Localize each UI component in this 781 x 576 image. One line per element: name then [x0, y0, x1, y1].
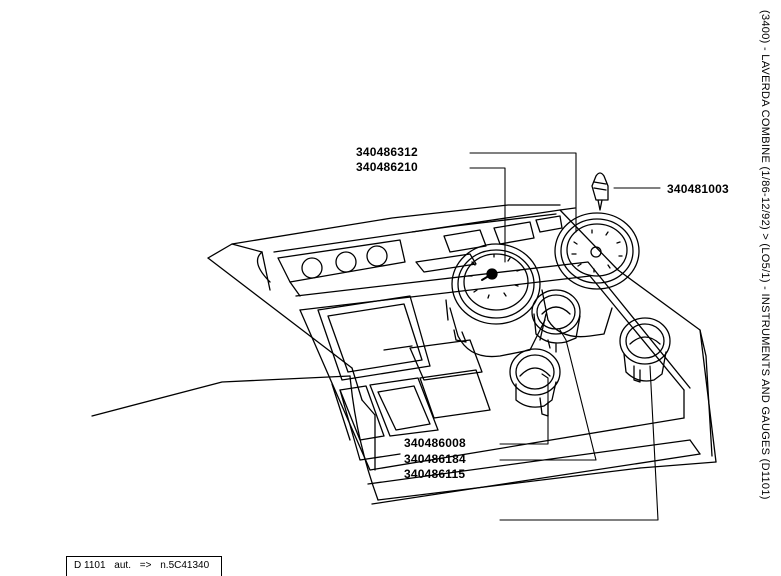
console-housing: [207, 204, 561, 416]
diagram-title: (3400) - LAVERDA COMBINE (1/86-12/92) > …: [759, 10, 771, 500]
panel-windows: [317, 295, 491, 461]
warning-light-strip: [273, 213, 557, 297]
serial-number: n.5C41340: [160, 560, 210, 571]
part-label-340486184: 340486184: [404, 452, 466, 466]
speedometer-gauge: [541, 212, 640, 338]
tachometer-gauge: [445, 243, 546, 358]
part-label-340486008: 340486008: [404, 436, 466, 450]
cab-floor: [91, 375, 717, 501]
indicator-windows: [411, 207, 619, 273]
arrow-icon: =>: [139, 560, 152, 571]
diagram-id: D 1101: [74, 560, 106, 571]
part-label-340486115: 340486115: [404, 467, 466, 481]
small-gauge-top: [531, 289, 581, 353]
small-gauge-right: [619, 317, 671, 383]
small-gauge-left: [509, 348, 561, 417]
part-label-340481003: 340481003: [667, 182, 729, 196]
part-label-340486312: 340486312: [356, 145, 418, 159]
part-label-340486210: 340486210: [356, 160, 418, 174]
bulb: [591, 172, 609, 211]
panel-face: [295, 261, 717, 505]
leader-lines: [469, 152, 661, 521]
reference-box: D 1101 aut. => n.5C41340: [66, 556, 222, 576]
reference-note: aut.: [114, 560, 131, 571]
